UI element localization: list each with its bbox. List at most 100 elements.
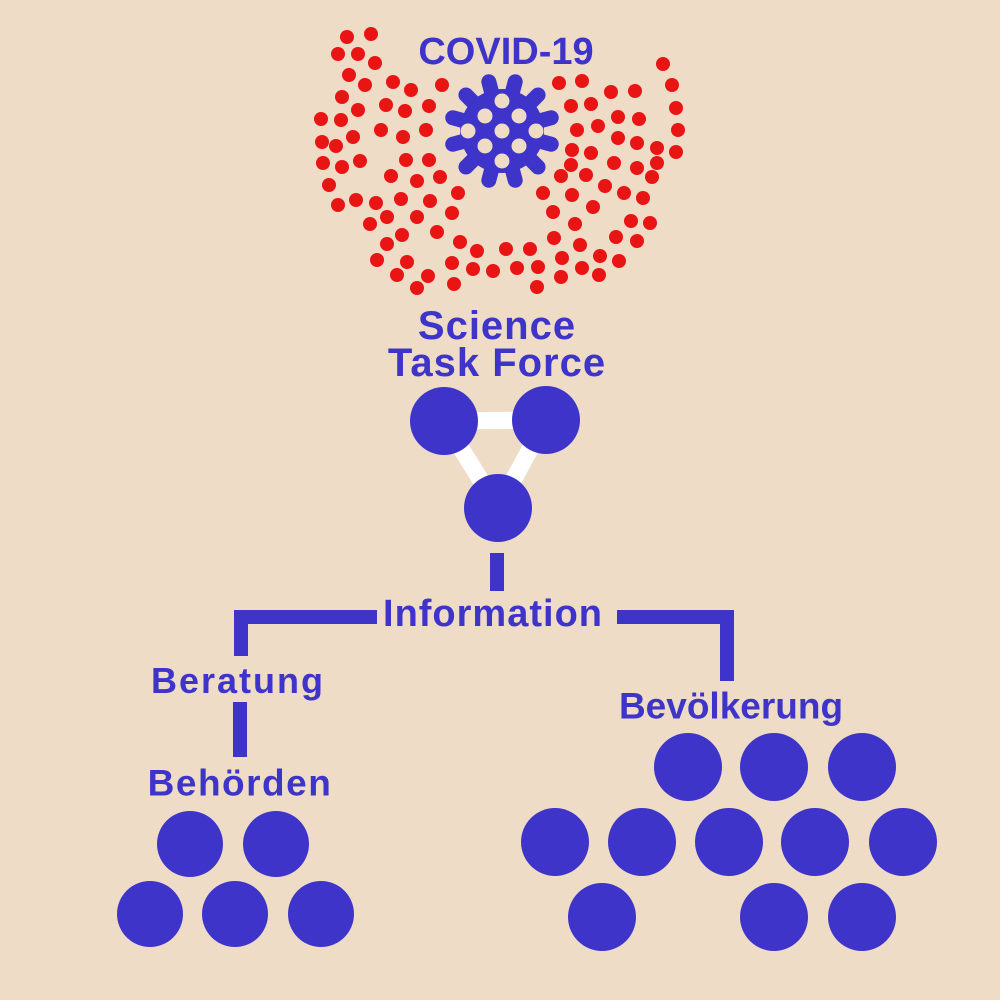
person-node: [828, 883, 896, 951]
infection-dot: [617, 186, 631, 200]
infection-dot: [630, 161, 644, 175]
infection-dot: [575, 261, 589, 275]
infection-dot: [547, 231, 561, 245]
coronavirus-icon: [445, 74, 559, 188]
infection-dot: [643, 216, 657, 230]
infection-dot: [315, 135, 329, 149]
infection-dot: [656, 57, 670, 71]
behoerden-cluster: [117, 811, 354, 947]
infection-dot: [419, 123, 433, 137]
virus-pore: [528, 123, 544, 139]
infection-dot: [592, 268, 606, 282]
infection-dot: [394, 192, 408, 206]
infection-dot: [591, 119, 605, 133]
infection-dot: [433, 170, 447, 184]
person-node: [243, 811, 309, 877]
infection-dot: [400, 255, 414, 269]
infection-dot: [421, 269, 435, 283]
flow-connectors: [233, 553, 734, 757]
infection-dot: [636, 191, 650, 205]
infection-dot: [322, 178, 336, 192]
infection-dot: [530, 280, 544, 294]
infection-dot: [351, 47, 365, 61]
infection-dot: [665, 78, 679, 92]
infection-dot: [570, 123, 584, 137]
infection-dot-cloud: [314, 27, 685, 295]
infection-dot: [364, 27, 378, 41]
science-task-force-label-line1: Science: [417, 304, 577, 348]
infection-dot: [335, 160, 349, 174]
infection-dot: [536, 186, 550, 200]
infection-dot: [445, 256, 459, 270]
infection-dot: [422, 99, 436, 113]
person-node: [869, 808, 937, 876]
infection-dot: [584, 97, 598, 111]
person-node: [695, 808, 763, 876]
infection-dot: [435, 78, 449, 92]
infection-dot: [363, 217, 377, 231]
infection-dot: [334, 113, 348, 127]
infection-dot: [453, 235, 467, 249]
virus-pore: [494, 93, 510, 109]
infection-dot: [607, 156, 621, 170]
infection-dot: [410, 210, 424, 224]
infection-dot: [423, 194, 437, 208]
infection-dot: [410, 281, 424, 295]
infection-dot: [611, 110, 625, 124]
person-node: [608, 808, 676, 876]
science-task-force-label-line2: Task Force: [387, 341, 607, 385]
infection-dot: [316, 156, 330, 170]
infection-dot: [552, 76, 566, 90]
infection-dot: [669, 101, 683, 115]
infection-dot: [510, 261, 524, 275]
infection-dot: [396, 130, 410, 144]
infection-dot: [645, 170, 659, 184]
infection-dot: [612, 254, 626, 268]
person-node: [521, 808, 589, 876]
infection-dot: [598, 179, 612, 193]
infection-dot: [624, 214, 638, 228]
infection-dot: [370, 253, 384, 267]
task-force-member-node: [464, 474, 532, 542]
infection-dot: [380, 237, 394, 251]
infection-dot: [451, 186, 465, 200]
virus-pore: [477, 108, 493, 124]
infection-dot: [386, 75, 400, 89]
infection-dot: [384, 169, 398, 183]
infection-dot: [395, 228, 409, 242]
infection-dot: [564, 158, 578, 172]
infection-dot: [546, 205, 560, 219]
infection-dot: [331, 47, 345, 61]
person-node: [654, 733, 722, 801]
infection-dot: [669, 145, 683, 159]
infection-dot: [445, 206, 459, 220]
person-node: [740, 883, 808, 951]
covid-title: COVID-19: [418, 31, 594, 73]
infection-dot: [404, 83, 418, 97]
infection-dot: [351, 103, 365, 117]
person-node: [157, 811, 223, 877]
infection-dot: [368, 56, 382, 70]
bevoelkerung-cluster: [521, 733, 937, 951]
infection-dot: [593, 249, 607, 263]
virus-pore: [494, 123, 510, 139]
infection-dot: [584, 146, 598, 160]
infection-dot: [499, 242, 513, 256]
infection-dot: [630, 136, 644, 150]
infection-dot: [609, 230, 623, 244]
person-node: [740, 733, 808, 801]
infection-dot: [374, 123, 388, 137]
behoerden-label: Behörden: [147, 762, 333, 804]
infection-dot: [422, 153, 436, 167]
infection-dot: [531, 260, 545, 274]
infection-dot: [555, 251, 569, 265]
task-force-member-node: [410, 387, 478, 455]
infection-dot: [466, 262, 480, 276]
person-node: [117, 881, 183, 947]
infection-dot: [447, 277, 461, 291]
infection-dot: [523, 242, 537, 256]
infection-dot: [611, 131, 625, 145]
information-label: Information: [383, 593, 603, 635]
infection-dot: [369, 196, 383, 210]
